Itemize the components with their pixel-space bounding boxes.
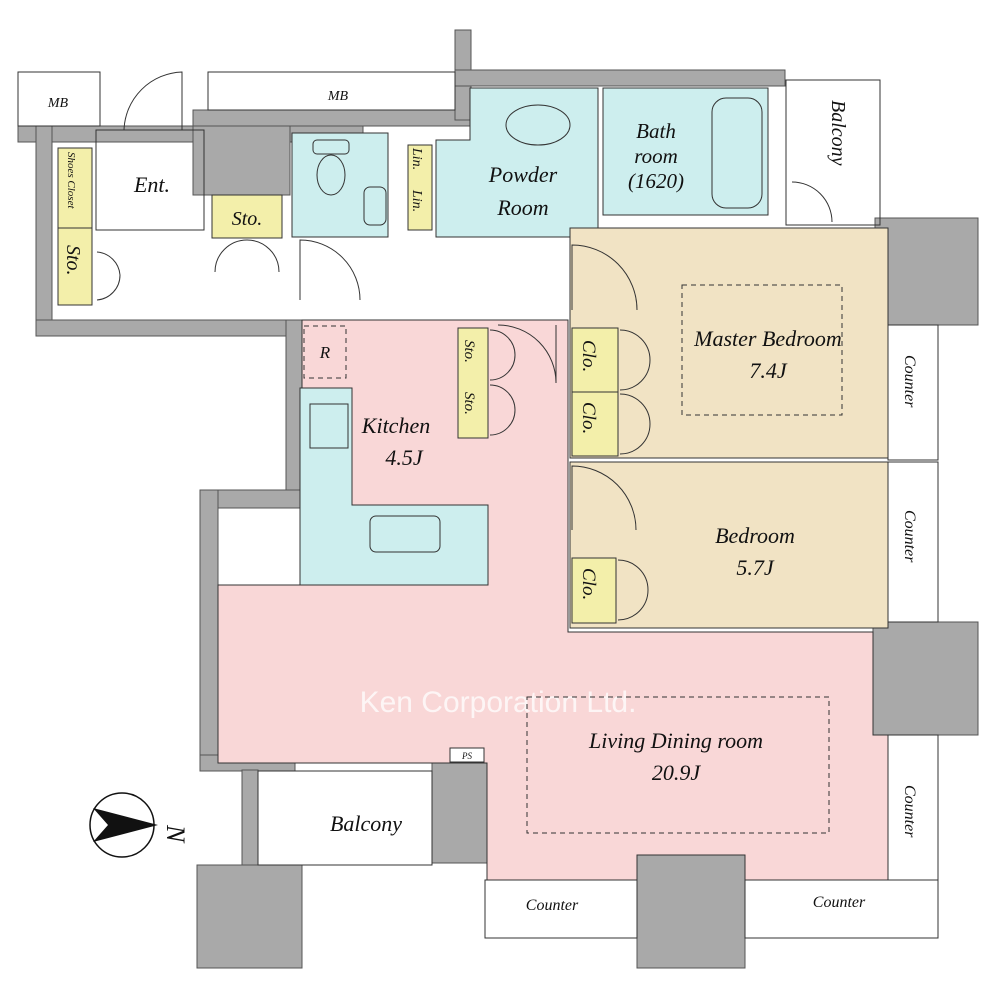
north-arrow-icon: N [89,792,190,858]
kitchen-sink-icon [369,515,441,553]
living-dining-room [217,319,889,881]
stove-icon [309,403,349,449]
kitchen-storage-label-1: Sto. [461,340,477,363]
storage-left [57,227,93,306]
storage-hall-door[interactable] [214,239,280,273]
living-area-outline [526,696,830,834]
balcony-door[interactable] [791,181,833,223]
kitchen-door[interactable] [497,324,557,384]
toilet-room [291,132,389,238]
closet-3-label: Clo. [578,568,599,600]
bedroom-door[interactable] [571,465,637,531]
shoes-closet-label: Shoes Closet [65,152,77,209]
counter-right-2-label: Counter [901,510,918,563]
closet-3-doors[interactable] [617,559,649,621]
storage-hall [211,194,283,239]
entrance [95,129,205,231]
mb-top-label: MB [327,89,349,104]
powder-label-2: Room [496,195,548,220]
bath-label-2: room [634,144,678,168]
kitchen-label: Kitchen [361,413,430,438]
entry-door[interactable] [123,71,183,131]
toilet-door[interactable] [299,239,361,301]
balcony-top [785,79,881,226]
bedroom [569,461,889,629]
bedroom-size: 5.7J [736,555,775,580]
bedroom-label: Bedroom [715,523,795,548]
mb-left [17,71,101,127]
closet-2-label: Clo. [578,402,599,434]
kitchen-storage-label-2: Sto. [461,392,477,415]
watermark: Ken Corporation Ltd. [360,686,637,719]
storage-left-label: Sto. [62,245,84,276]
master-door[interactable] [571,244,638,311]
bathtub-icon [711,97,763,209]
master-bed-area [681,284,843,416]
linen-label-2: Lin. [409,189,424,212]
fridge-label: R [319,343,331,362]
balcony-bottom [257,770,433,866]
living-size: 20.9J [652,760,702,785]
closet-3 [571,557,617,624]
washbasin-icon [505,104,571,146]
pipe-space [449,747,485,763]
closet-doors[interactable] [619,329,651,455]
toilet-tank-icon [312,139,350,155]
master-bedroom-size: 7.4J [749,358,788,383]
linen-label-1: Lin. [409,147,424,170]
balcony-bottom-label: Balcony [330,811,402,836]
kitchen-counter [299,387,489,586]
kitchen-storage [457,327,489,439]
bath-label-1: Bath [636,119,676,143]
north-label: N [161,824,190,844]
master-bedroom-label: Master Bedroom [693,326,842,351]
storage-hall-label: Sto. [232,208,263,230]
bath-label-3: (1620) [628,169,684,193]
mb-top [207,71,456,111]
counter-bottom-2-label: Counter [813,894,866,911]
closet-1-label: Clo. [578,340,599,372]
powder-room [435,87,599,238]
shoes-closet [57,147,93,229]
balcony-top-label: Balcony [827,100,849,166]
fridge-space [303,325,347,379]
counter-right-1-label: Counter [901,355,918,408]
entrance-label: Ent. [133,172,170,197]
counter-right-2 [887,461,939,623]
counter-bottom-1 [484,879,638,939]
pipe-space-label: PS [461,751,472,761]
counter-bottom-1-label: Counter [526,897,579,914]
kitchen-storage-doors[interactable] [489,329,516,436]
linen-closet [407,144,433,231]
counter-right-3-label: Counter [901,785,918,838]
mb-left-label: MB [47,96,69,111]
storage-door[interactable] [96,251,121,301]
living-label: Living Dining room [588,728,763,753]
sink-icon [363,186,387,226]
counter-right-1 [887,324,939,461]
kitchen-size: 4.5J [385,445,424,470]
master-bedroom [569,227,889,459]
closet-2 [571,391,619,457]
bathroom [602,87,769,216]
powder-label-1: Powder [488,162,558,187]
walls [17,29,979,969]
counter-bottom-2 [744,879,939,939]
toilet-icon [316,154,346,196]
closet-1 [571,327,619,393]
